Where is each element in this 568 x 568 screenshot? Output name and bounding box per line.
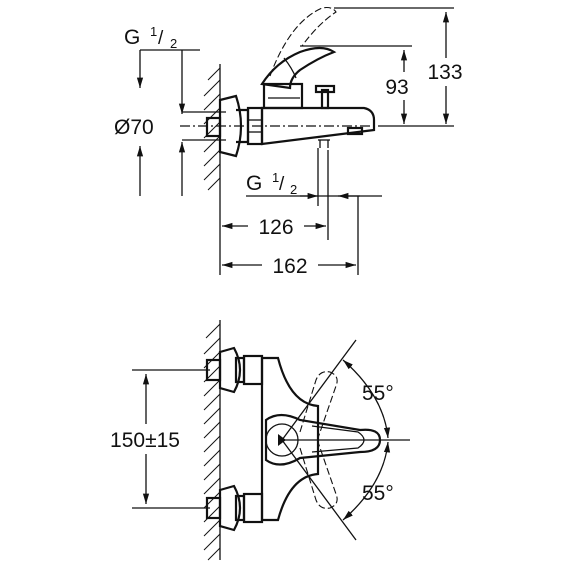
thread-inlet-letter: G — [124, 26, 140, 49]
angle-up-label: 55° — [362, 382, 394, 405]
diameter-label: Ø70 — [114, 116, 154, 139]
svg-text:/: / — [158, 28, 164, 49]
dim-150-label: 150±15 — [110, 429, 180, 452]
thread-outlet-den: 2 — [290, 182, 297, 197]
mixer-body-side — [260, 82, 376, 148]
thread-inlet-den: 2 — [170, 36, 177, 51]
svg-text:/: / — [279, 174, 285, 195]
connector-bottom-front — [205, 484, 264, 532]
thread-outlet-label: G 1 / 2 — [246, 170, 297, 197]
dim-93-label: 93 — [385, 76, 408, 99]
thread-inlet-num: 1 — [150, 24, 157, 39]
dim-126-label: 126 — [258, 216, 293, 239]
thread-outlet-letter: G — [246, 172, 262, 195]
lever-rotation-down — [299, 441, 338, 509]
wall-hatch-bottom — [203, 320, 221, 561]
thread-outlet-num: 1 — [272, 170, 279, 185]
front-view: 55° 55° 150±15 — [98, 320, 410, 561]
side-view: G 1 / 2 Ø70 G 1 / 2 126 — [114, 6, 466, 278]
lever-rotation-up — [299, 371, 338, 439]
dim-162-label: 162 — [272, 255, 307, 278]
thread-inlet-label: G 1 / 2 — [124, 24, 177, 51]
dim-133-label: 133 — [427, 61, 462, 84]
lever-side — [260, 6, 337, 90]
angle-down-label: 55° — [362, 482, 394, 505]
